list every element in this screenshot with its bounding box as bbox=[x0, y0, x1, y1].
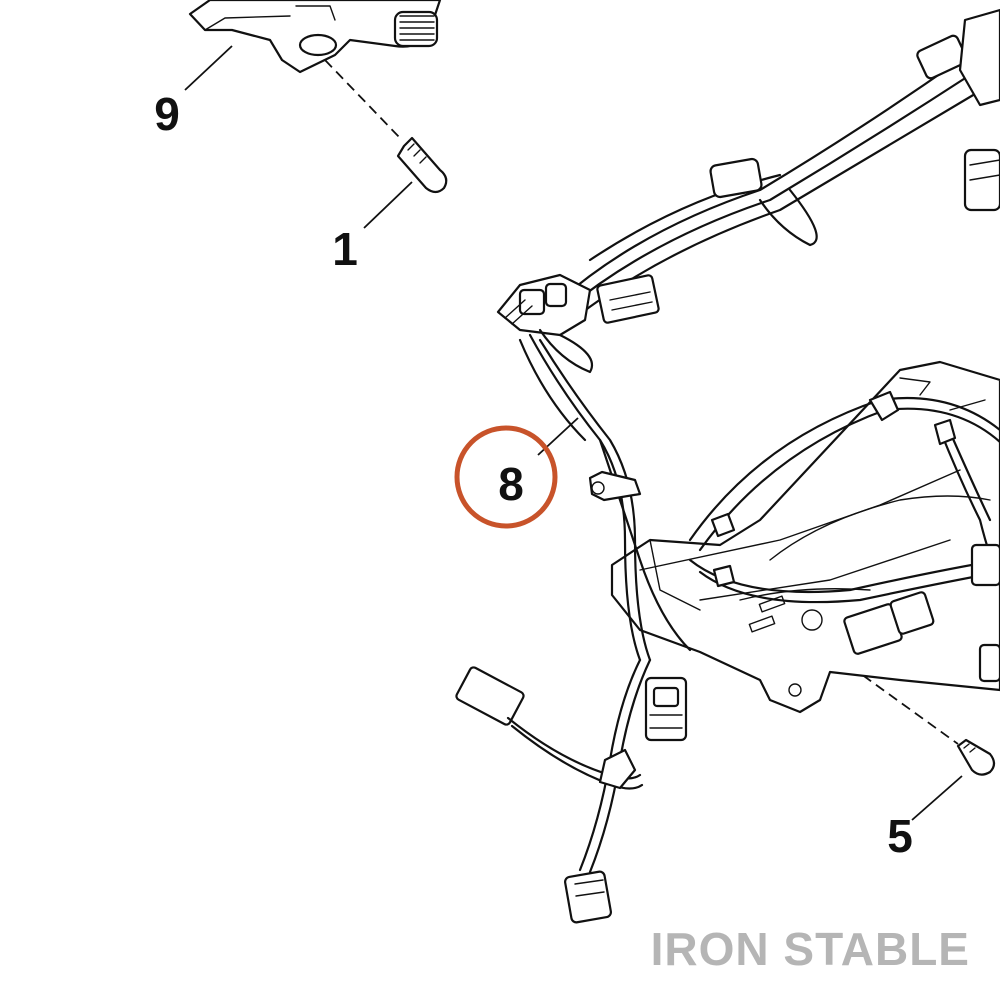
mounting-tray bbox=[610, 360, 1000, 714]
leader-9-to-1 bbox=[324, 59, 401, 139]
tray-harness-loops bbox=[688, 390, 1000, 683]
callout-8: 8 bbox=[498, 458, 524, 510]
leader-line-9 bbox=[184, 45, 233, 91]
callout-highlight-circle bbox=[454, 425, 558, 529]
bottom-connector bbox=[564, 870, 612, 924]
leader-line-5 bbox=[911, 775, 963, 821]
part-1-screw bbox=[396, 136, 448, 194]
callout-9: 9 bbox=[154, 88, 180, 140]
part-5-screw bbox=[956, 738, 996, 776]
left-connector-cluster bbox=[496, 273, 593, 374]
callout-1: 1 bbox=[332, 223, 358, 275]
part-9-module bbox=[188, 0, 442, 74]
lower-left-connector bbox=[455, 666, 644, 790]
upper-harness-branch bbox=[558, 8, 1000, 324]
leader-tray-to-5 bbox=[849, 665, 959, 745]
mid-connector-stack bbox=[644, 676, 688, 742]
callout-5: 5 bbox=[887, 810, 913, 862]
leader-line-1 bbox=[363, 181, 413, 229]
watermark-text: IRON STABLE bbox=[650, 923, 970, 975]
